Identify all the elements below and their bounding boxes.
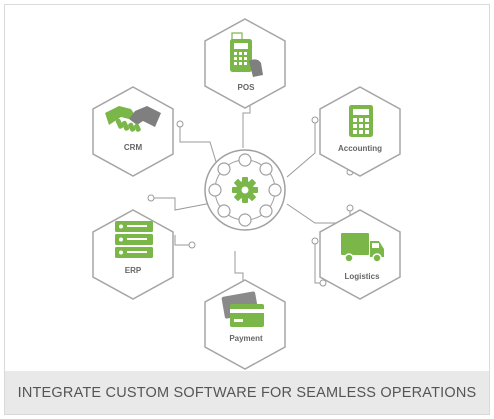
node-label-logistics: Logistics — [344, 272, 380, 281]
integration-diagram: POS CRM Accounting — [92, 18, 401, 370]
hub-node — [217, 204, 231, 218]
hub-node — [238, 213, 252, 227]
node-label-payment: Payment — [229, 334, 263, 343]
connector-erp — [151, 197, 223, 211]
connector-dot — [346, 204, 354, 212]
node-crm: CRM — [92, 86, 174, 177]
truck-icon — [341, 233, 384, 263]
connector-dot — [319, 279, 327, 287]
connector-accounting — [286, 120, 316, 178]
hub-node — [238, 153, 252, 167]
connector-erp-down — [174, 235, 192, 246]
connector-payment — [234, 251, 244, 282]
central-hub — [204, 149, 286, 231]
node-pos: POS — [204, 18, 286, 109]
connector-dot — [311, 237, 319, 245]
connector-dot — [188, 241, 196, 249]
caption-bar: INTEGRATE CUSTOM SOFTWARE FOR SEAMLESS O… — [5, 371, 489, 414]
connector-dots — [147, 116, 354, 287]
connector-dot — [176, 120, 184, 128]
handshake-icon — [105, 106, 161, 132]
hub-node — [217, 162, 231, 176]
hub-node — [208, 183, 222, 197]
connector-dot — [311, 116, 319, 124]
server-rack-icon — [115, 221, 153, 258]
node-label-accounting: Accounting — [338, 144, 382, 153]
node-payment: Payment — [204, 279, 286, 370]
pos-terminal-icon — [230, 32, 263, 77]
credit-card-icon — [221, 291, 264, 327]
gear-icon — [232, 177, 258, 203]
node-logistics: Logistics — [319, 209, 401, 300]
node-label-crm: CRM — [124, 143, 143, 152]
hub-node — [268, 183, 282, 197]
node-label-erp: ERP — [125, 266, 142, 275]
hub-node — [259, 204, 273, 218]
node-accounting: Accounting — [319, 86, 401, 177]
node-label-pos: POS — [238, 83, 256, 92]
node-erp: ERP — [92, 209, 174, 300]
hub-node — [259, 162, 273, 176]
connector-dot — [147, 194, 155, 202]
calculator-icon — [349, 105, 373, 137]
caption-title: INTEGRATE CUSTOM SOFTWARE FOR SEAMLESS O… — [17, 384, 477, 401]
connector-crm — [179, 124, 221, 176]
